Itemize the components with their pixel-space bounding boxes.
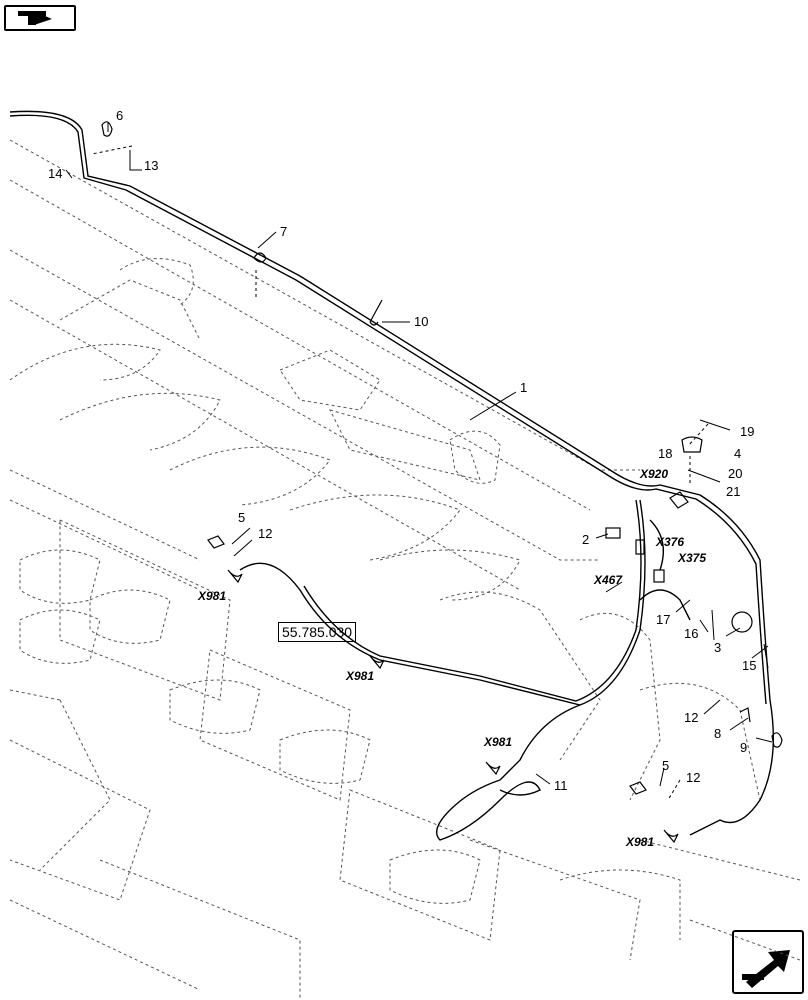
- bolt-icon: [739, 707, 751, 723]
- clip-icon: [207, 535, 225, 549]
- leader-lines: [65, 122, 773, 801]
- callout-20: 20: [728, 466, 742, 481]
- connector-x981d: X981: [625, 835, 654, 849]
- clip-icon: [101, 121, 113, 137]
- callout-10: 10: [414, 314, 428, 329]
- callout-5a: 5: [238, 510, 245, 525]
- forward-nav-button[interactable]: [732, 930, 804, 994]
- callout-12a: 12: [258, 526, 272, 541]
- connector-icon: [485, 761, 501, 776]
- callout-17: 17: [656, 612, 670, 627]
- back-nav-button[interactable]: [4, 5, 76, 31]
- forward-arrow-icon: [742, 950, 790, 988]
- connector-x467: X467: [593, 573, 623, 587]
- callout-3: 3: [714, 640, 721, 655]
- frame-outline: [9, 139, 801, 1000]
- tie-icon: [369, 299, 383, 326]
- connector-labels: X920 X376 X375 X467 X981 X981 X981 X981: [197, 467, 706, 849]
- connector-icon: [227, 569, 243, 584]
- connector-icon: [653, 569, 665, 583]
- callout-7: 7: [280, 224, 287, 239]
- clip-icon: [253, 252, 267, 263]
- connector-icon: [663, 829, 679, 844]
- callout-12b: 12: [684, 710, 698, 725]
- connector-x981b: X981: [345, 669, 374, 683]
- grommet-icon: [731, 611, 753, 633]
- callout-13: 13: [144, 158, 158, 173]
- callout-labels: 1 2 3 4 5 5 6 7 8 9 10 11 12 12 12 13 14…: [48, 108, 756, 793]
- harness-cable[interactable]: [9, 110, 775, 841]
- bracket-icon: [669, 491, 689, 509]
- connector-x981c: X981: [483, 735, 512, 749]
- clip-icon: [629, 781, 647, 795]
- callout-18: 18: [658, 446, 672, 461]
- callout-19: 19: [740, 424, 754, 439]
- connector-x376: X376: [655, 535, 684, 549]
- callout-11: 11: [554, 778, 568, 793]
- callout-5b: 5: [662, 758, 669, 773]
- callout-6: 6: [116, 108, 123, 123]
- connector-x981a: X981: [197, 589, 226, 603]
- cap-icon: [681, 436, 703, 453]
- callout-14: 14: [48, 166, 62, 181]
- back-arrow-icon: [18, 11, 52, 25]
- callout-21: 21: [726, 484, 740, 499]
- callout-8: 8: [714, 726, 721, 741]
- callout-15: 15: [742, 658, 756, 673]
- clip-icon: [771, 732, 783, 748]
- connector-icon: [605, 527, 621, 539]
- connector-x920: X920: [639, 467, 668, 481]
- callout-9: 9: [740, 740, 747, 755]
- connector-icon: [369, 655, 385, 670]
- callout-2: 2: [582, 532, 589, 547]
- callout-16: 16: [684, 626, 698, 641]
- callout-4: 4: [734, 446, 741, 461]
- connector-icon: [635, 539, 645, 555]
- callout-1: 1: [520, 380, 527, 395]
- connector-x375: X375: [677, 551, 706, 565]
- callout-12c: 12: [686, 770, 700, 785]
